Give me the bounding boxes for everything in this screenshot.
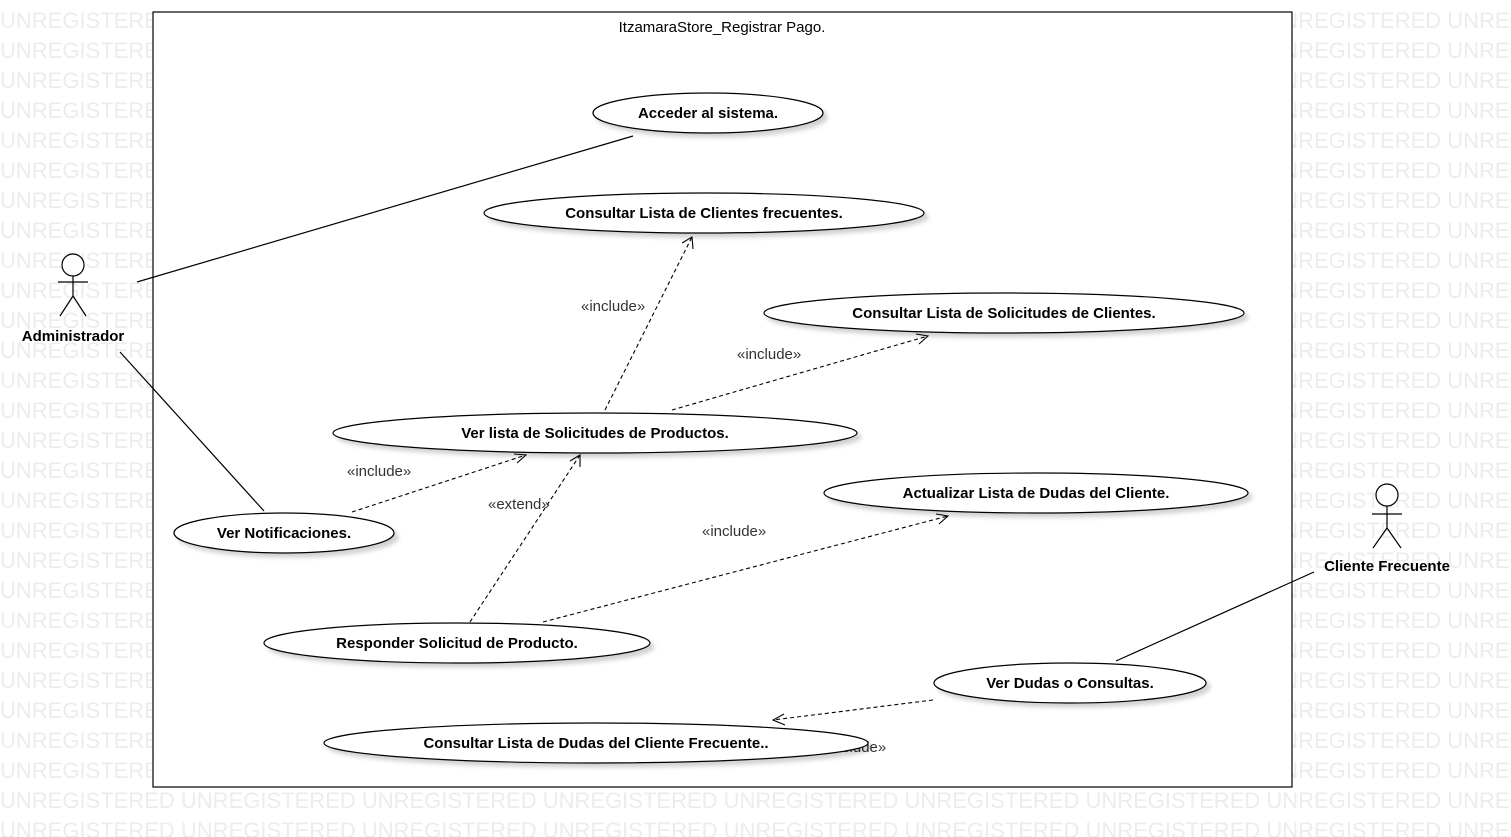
dependency-include-5[interactable] [771,699,934,726]
use-case-ver-dudas[interactable]: Ver Dudas o Consultas. [933,662,1207,704]
use-case-consultar-solicitudes-clientes[interactable]: Consultar Lista de Solicitudes de Client… [763,292,1245,334]
association-admin-acceder[interactable] [136,135,634,283]
actor-administrador[interactable]: Administrador [22,253,125,345]
use-case-consultar-dudas-frecuente[interactable]: Consultar Lista de Dudas del Cliente Fre… [323,722,869,764]
dependency-include-1[interactable] [604,236,694,411]
use-case-label: Consultar Lista de Dudas del Cliente Fre… [423,735,768,752]
association-admin-notificaciones[interactable] [119,351,265,512]
stereotype-label-include-1: «include» [581,298,645,315]
use-case-ver-solicitudes-productos[interactable]: Ver lista de Solicitudes de Productos. [332,412,858,454]
dependency-include-4[interactable] [542,513,950,623]
use-case-label: Ver Notificaciones. [217,525,351,542]
actor-cliente-frecuente[interactable]: Cliente Frecuente [1324,483,1450,575]
use-case-label: Actualizar Lista de Dudas del Cliente. [903,485,1170,502]
use-case-label: Consultar Lista de Clientes frecuentes. [565,205,843,222]
actor-label: Administrador [22,328,125,345]
stick-figure-icon [1372,483,1402,549]
stereotype-label-include-2: «include» [737,346,801,363]
use-case-actualizar-dudas[interactable]: Actualizar Lista de Dudas del Cliente. [823,472,1249,514]
use-case-responder-solicitud[interactable]: Responder Solicitud de Producto. [263,622,651,664]
system-title: ItzamaraStore_Registrar Pago. [619,19,826,36]
use-case-label: Responder Solicitud de Producto. [336,635,578,652]
dependency-include-2[interactable] [671,333,930,411]
use-case-consultar-clientes[interactable]: Consultar Lista de Clientes frecuentes. [483,192,925,234]
stereotype-label-extend-1: «extend» [488,496,550,513]
stick-figure-icon [58,253,88,317]
use-case-label: Ver lista de Solicitudes de Productos. [461,425,729,442]
dependency-include-3[interactable] [351,453,528,513]
use-case-label: Consultar Lista de Solicitudes de Client… [852,305,1155,322]
use-case-label: Acceder al sistema. [638,105,778,122]
dependency-extend-1[interactable] [469,454,581,623]
stereotype-label-include-4: «include» [702,523,766,540]
association-cliente-verdudas[interactable] [1115,571,1315,662]
use-case-ver-notificaciones[interactable]: Ver Notificaciones. [173,512,395,554]
actor-label: Cliente Frecuente [1324,558,1450,575]
use-case-acceder[interactable]: Acceder al sistema. [592,92,824,134]
stereotype-label-include-3: «include» [347,463,411,480]
use-case-label: Ver Dudas o Consultas. [986,675,1154,692]
